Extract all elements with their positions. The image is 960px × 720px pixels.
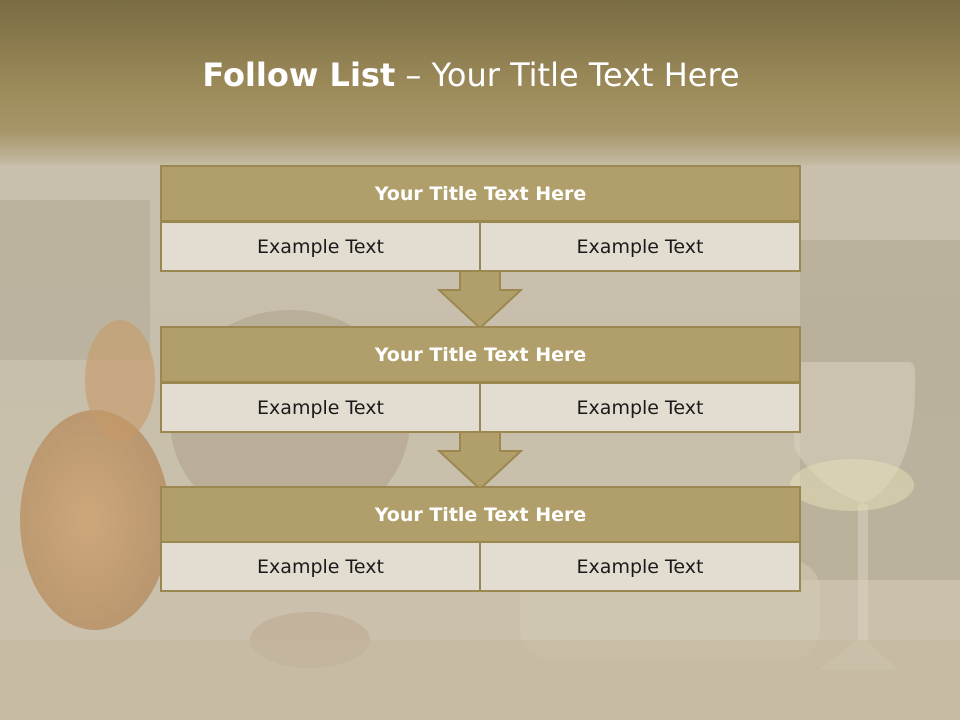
stage-1-left-cell: Example Text — [160, 221, 481, 272]
slide-title-bold: Follow List — [202, 56, 396, 94]
stage-3-left-cell: Example Text — [160, 541, 481, 592]
down-arrow-icon — [437, 431, 523, 491]
stage-1-right-cell: Example Text — [479, 221, 801, 272]
down-arrow-icon — [437, 270, 523, 330]
stage-2-left-cell: Example Text — [160, 382, 481, 433]
slide-title-rest: – Your Title Text Here — [395, 56, 740, 94]
slide-title: Follow List – Your Title Text Here — [0, 52, 942, 98]
stage-2-right-cell: Example Text — [479, 382, 801, 433]
stage-2-title: Your Title Text Here — [160, 326, 801, 383]
stage-3-title: Your Title Text Here — [160, 486, 801, 543]
stage-3-right-cell: Example Text — [479, 541, 801, 592]
stage-1-title: Your Title Text Here — [160, 165, 801, 222]
